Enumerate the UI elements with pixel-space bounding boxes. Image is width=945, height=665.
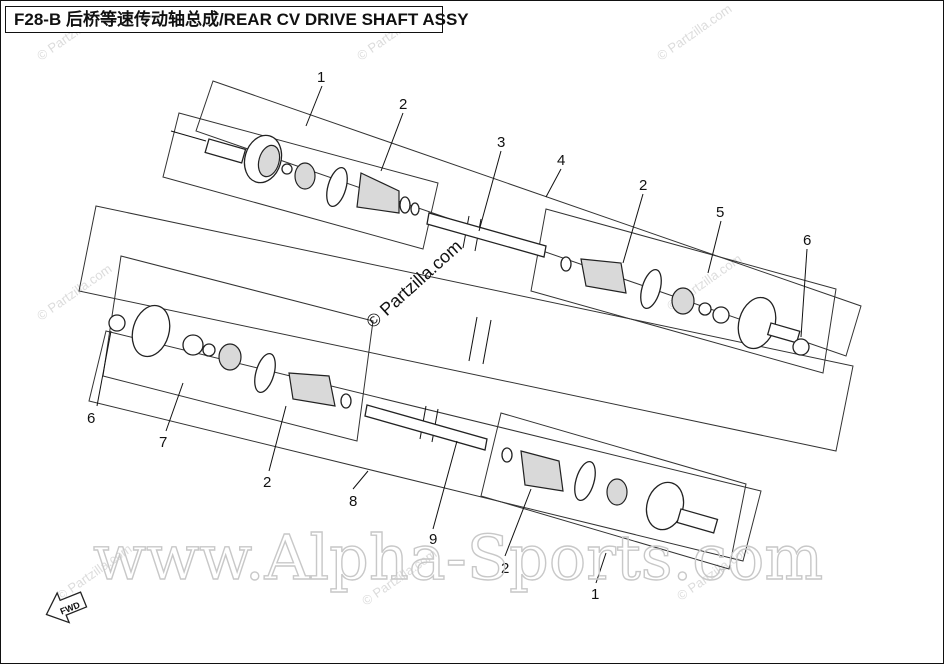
leader-lines: [96, 85, 808, 584]
callout-6-left: 6: [87, 410, 95, 427]
assembly-outlines: [78, 80, 862, 570]
callout-2-bottom: 2: [501, 560, 509, 577]
upper-right-cage: [671, 287, 695, 315]
lower-drive-shaft: [108, 304, 719, 534]
outline-upper-assy: [195, 80, 862, 357]
upper-boot-clamp-large: [326, 166, 348, 208]
callout-1-bottom: 1: [591, 586, 599, 603]
alpha-sports-watermark: www.Alpha-Sports.com: [93, 521, 823, 594]
lower-inner-housing: [131, 304, 171, 358]
callout-6-right: 6: [803, 232, 811, 249]
upper-right-clamp: [640, 268, 662, 310]
outline-lower-assy: [88, 330, 762, 562]
lower-axle-shaft: [364, 404, 488, 451]
upper-axle-shaft: [426, 212, 547, 258]
upper-circlip: [281, 163, 293, 175]
wm-small-3: © Partzilla.com: [654, 1, 734, 64]
outline-lower-left-joint: [102, 255, 374, 442]
outline-middle-band: [78, 205, 854, 452]
outline-lower-right-joint: [480, 412, 747, 570]
upper-bearing-cage: [294, 162, 316, 190]
callout-3: 3: [497, 134, 505, 151]
callout-7: 7: [159, 434, 167, 451]
upper-inner-housing: [737, 296, 777, 350]
partzilla-watermark-center: © Partzilla.com: [362, 236, 466, 332]
callout-5: 5: [716, 204, 724, 221]
outline-upper-right-joint: [530, 208, 837, 374]
callout-4: 4: [557, 152, 565, 169]
lower-snap-ring: [108, 314, 126, 332]
lower-stub-shaft: [676, 508, 719, 534]
callout-labels: 1 2 3 4 2 5 6 6 7 2 8 9 2 1: [87, 69, 811, 603]
upper-stub-shaft: [204, 138, 247, 164]
lower-right-clamp: [574, 460, 596, 502]
wm-small-4: © Partzilla.com: [34, 261, 114, 324]
callout-1-top: 1: [317, 69, 325, 86]
diagram-title: F28-B 后桥等速传动轴总成/REAR CV DRIVE SHAFT ASSY: [5, 6, 469, 33]
lower-right-boot: [520, 450, 564, 492]
upper-right-boot: [580, 258, 627, 294]
lower-cage: [218, 343, 242, 371]
upper-boot: [356, 172, 400, 214]
upper-boot-clamp-small: [399, 196, 411, 214]
lower-right-cage: [606, 478, 628, 506]
callout-8: 8: [349, 493, 357, 510]
callout-9: 9: [429, 531, 437, 548]
lower-boot: [288, 372, 336, 407]
callout-2-lower: 2: [263, 474, 271, 491]
callout-2-right: 2: [639, 177, 647, 194]
lower-clamp: [254, 352, 276, 394]
outline-upper-joint: [162, 112, 439, 250]
upper-snap-ring: [792, 338, 810, 356]
upper-drive-shaft: [170, 130, 810, 356]
upper-inner-stub: [766, 322, 801, 344]
callout-2-top: 2: [399, 96, 407, 113]
